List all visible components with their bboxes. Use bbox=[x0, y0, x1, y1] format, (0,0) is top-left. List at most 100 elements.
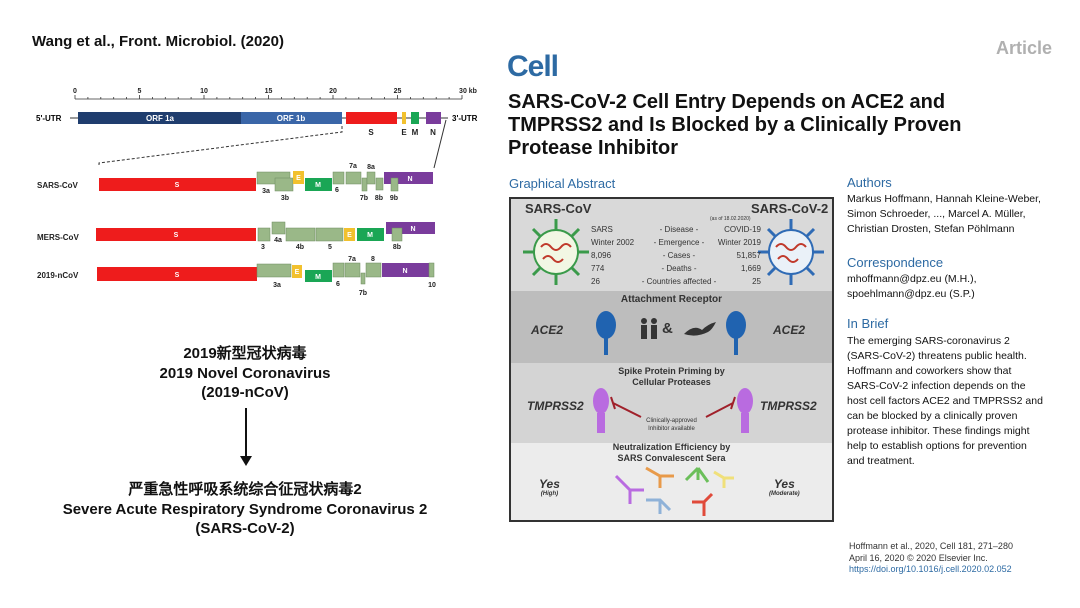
tick-label: 15 bbox=[265, 88, 273, 95]
svg-text:M: M bbox=[315, 182, 321, 189]
ampersand: & bbox=[662, 320, 673, 337]
orf1a-block bbox=[78, 112, 241, 124]
correspondence-section: Correspondence mhoffmann@dpz.eu (M.H.), … bbox=[847, 255, 1072, 302]
s-block bbox=[346, 112, 397, 124]
tmprss2-right: TMPRSS2 bbox=[760, 399, 817, 413]
new-name-cn: 严重急性呼吸系统综合征冠状病毒2 bbox=[128, 481, 362, 498]
svg-text:8a: 8a bbox=[367, 164, 375, 171]
sars-cov-virus-icon bbox=[523, 219, 589, 285]
svg-text:M: M bbox=[367, 232, 373, 239]
row-label-sars: SARS-CoV bbox=[37, 181, 79, 190]
table-cell: 26 bbox=[591, 277, 600, 286]
row-label-mers: MERS-CoV bbox=[37, 233, 79, 242]
tick-label: 0 bbox=[73, 88, 77, 95]
sars-cov-2-virus-icon bbox=[758, 219, 824, 285]
authors-heading: Authors bbox=[847, 175, 892, 190]
ace2-receptors-icon bbox=[596, 311, 746, 355]
tick-label: 25 bbox=[394, 88, 402, 95]
graphical-abstract-heading: Graphical Abstract bbox=[509, 176, 616, 191]
svg-text:E: E bbox=[296, 175, 301, 182]
svg-text:10: 10 bbox=[428, 282, 436, 289]
table-cell: - Disease - bbox=[659, 225, 699, 234]
footer-citation: Hoffmann et al., 2020, Cell 181, 271–280… bbox=[849, 541, 1013, 574]
title-line: TMPRSS2 and Is Blocked by a Clinically P… bbox=[508, 114, 962, 136]
svg-text:N: N bbox=[402, 268, 407, 275]
table-cell: Winter 2019 bbox=[717, 238, 761, 247]
svg-text:7b: 7b bbox=[360, 195, 368, 202]
down-arrow-icon bbox=[240, 408, 252, 466]
inbrief-line: host cell factors ACE2 and TMPRSS2 and bbox=[847, 395, 1043, 407]
inbrief-line: protease inhibitor. These findings might bbox=[847, 425, 1030, 437]
svg-text:S: S bbox=[175, 182, 180, 189]
old-name-cn: 2019新型冠状病毒 bbox=[183, 345, 307, 362]
svg-text:8b: 8b bbox=[393, 244, 401, 251]
genome-diagram: 0 5 10 15 20 25 30 kb 5'-UTR 3'-UTR ORF … bbox=[36, 88, 478, 297]
ace2-right: ACE2 bbox=[773, 323, 806, 337]
old-name-block: 2019新型冠状病毒 2019 Novel Coronavirus (2019-… bbox=[40, 344, 450, 403]
author-line: Simon Schroeder, ..., Marcel A. Müller, bbox=[847, 208, 1026, 220]
svg-text:N: N bbox=[407, 176, 412, 183]
svg-text:E: E bbox=[347, 232, 352, 239]
tick-label: 5 bbox=[138, 88, 142, 95]
humans-icon bbox=[641, 318, 657, 339]
table-cell: COVID-19 bbox=[724, 225, 761, 234]
bat-icon bbox=[684, 322, 716, 336]
s-label: S bbox=[368, 128, 374, 137]
svg-text:6: 6 bbox=[335, 187, 339, 194]
inbrief-line: Hoffmann and coworkers show that bbox=[847, 365, 1012, 377]
svg-text:8b: 8b bbox=[375, 195, 383, 202]
n-label: N bbox=[430, 128, 436, 137]
svg-text:4b: 4b bbox=[296, 244, 304, 251]
antibodies-icon bbox=[614, 466, 734, 516]
svg-text:7a: 7a bbox=[349, 163, 357, 170]
title-line: Protease Inhibitor bbox=[508, 137, 679, 159]
title-line: SARS-CoV-2 Cell Entry Depends on ACE2 an… bbox=[508, 91, 946, 113]
result-right: Yes(Moderate) bbox=[769, 477, 800, 497]
inbrief-line: SARS-CoV-2 infection depends on the bbox=[847, 380, 1026, 392]
doi-link[interactable]: https://doi.org/10.1016/j.cell.2020.02.0… bbox=[849, 564, 1012, 574]
graphical-abstract: SARS-CoV SARS-CoV-2 (as of 18.02.2020) S… bbox=[509, 197, 834, 522]
svg-text:S: S bbox=[174, 232, 179, 239]
authors-section: Authors Markus Hoffmann, Hannah Kleine-W… bbox=[847, 175, 1072, 237]
attachment-heading: Attachment Receptor bbox=[620, 294, 723, 305]
table-cell: - Deaths - bbox=[661, 264, 697, 273]
inbrief-line: can be blocked by a clinically proven bbox=[847, 410, 1018, 422]
email-link[interactable]: mhoffmann@dpz.eu (M.H.), bbox=[847, 273, 977, 285]
old-name-abbr: (2019-nCoV) bbox=[201, 384, 289, 401]
table-cell: 25 bbox=[752, 277, 761, 286]
email-link[interactable]: spoehlmann@dpz.eu (S.P.) bbox=[847, 288, 975, 300]
left-virus-label: SARS-CoV bbox=[525, 201, 592, 216]
table-cell: - Countries affected - bbox=[641, 277, 717, 286]
e-label: E bbox=[401, 128, 407, 137]
citation: Wang et al., Front. Microbiol. (2020) bbox=[32, 33, 284, 50]
old-name-en: 2019 Novel Coronavirus bbox=[159, 364, 331, 382]
cell-logo: Cell bbox=[507, 50, 559, 83]
author-line: Markus Hoffmann, Hannah Kleine-Weber, bbox=[847, 193, 1041, 205]
kb-axis bbox=[74, 95, 463, 100]
as-of-date: (as of 18.02.2020) bbox=[710, 216, 751, 222]
table-cell: - Cases - bbox=[662, 251, 696, 260]
right-virus-label: SARS-CoV-2 bbox=[751, 201, 829, 216]
orf1a-label: ORF 1a bbox=[146, 114, 175, 123]
tmprss2-left: TMPRSS2 bbox=[527, 399, 584, 413]
svg-text:7b: 7b bbox=[359, 290, 367, 297]
inbrief-line: and treatment. bbox=[847, 455, 915, 467]
new-name-abbr: (SARS-CoV-2) bbox=[195, 520, 295, 537]
orf1b-block bbox=[241, 112, 342, 124]
table-cell: 8,096 bbox=[591, 251, 612, 260]
svg-text:5: 5 bbox=[328, 244, 332, 251]
table-cell: 774 bbox=[591, 264, 605, 273]
svg-text:3a: 3a bbox=[273, 282, 281, 289]
svg-text:9b: 9b bbox=[390, 195, 398, 202]
m-block bbox=[411, 112, 419, 124]
svg-text:3b: 3b bbox=[281, 195, 289, 202]
ncov-row: S E M N 3a 6 7a 8 7b 10 bbox=[97, 256, 436, 297]
tmprss2-inhibition-icon bbox=[593, 388, 753, 433]
author-line: Christian Drosten, Stefan Pöhlmann bbox=[847, 223, 1015, 235]
table-cell: - Emergence - bbox=[653, 238, 705, 247]
inbrief-section: In Brief The emerging SARS-coronavirus 2… bbox=[847, 316, 1072, 469]
sars-cov-row: S E M N 3a 3b 6 7a 8a 7b 8b 9b bbox=[99, 163, 433, 202]
